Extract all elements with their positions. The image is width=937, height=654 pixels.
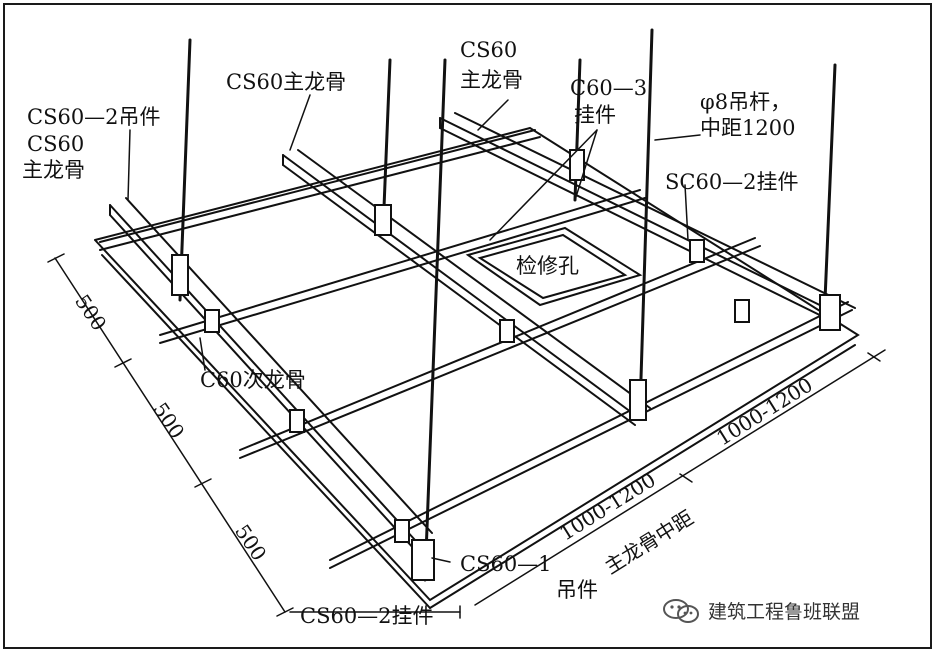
dimension-lines: [47, 253, 886, 619]
label-rod-line2: 中距1200: [700, 116, 796, 140]
label-access-hole: 检修孔: [516, 254, 579, 278]
hangers: [171, 149, 841, 581]
label-cs60-1-line1: CS60—1: [460, 552, 552, 576]
label-cs60-main-left-line1: CS60: [27, 132, 85, 156]
label-cs60-main-top-line2: 主龙骨: [460, 68, 523, 92]
wechat-icon: [663, 598, 699, 623]
label-sc60-2: SC60—2挂件: [665, 170, 799, 194]
label-c60-3-line1: C60—3: [570, 76, 648, 100]
label-cs60-main-mid: CS60主龙骨: [226, 70, 347, 94]
label-cs60-2-bottom: CS60—2挂件: [300, 604, 434, 628]
leader-lines: [127, 94, 701, 563]
label-cs60-main-top-line1: CS60: [460, 38, 518, 62]
label-cs60-1-line2: 吊件: [556, 578, 598, 602]
label-cs60-2-hanger-top: CS60—2吊件: [27, 105, 161, 129]
access-hole-frame: [465, 226, 643, 307]
secondary-runners: [99, 129, 853, 569]
label-c60-3-line2: 挂件: [574, 103, 616, 127]
watermark-text: 建筑工程鲁班联盟: [708, 601, 861, 623]
label-rod-line1: φ8吊杆，: [700, 90, 792, 114]
watermark: 建筑工程鲁班联盟: [662, 597, 860, 624]
diagram-border: [3, 3, 932, 649]
label-c60-secondary: C60次龙骨: [200, 368, 306, 392]
main-runners: [109, 112, 856, 551]
label-cs60-main-left-line2: 主龙骨: [22, 158, 85, 182]
